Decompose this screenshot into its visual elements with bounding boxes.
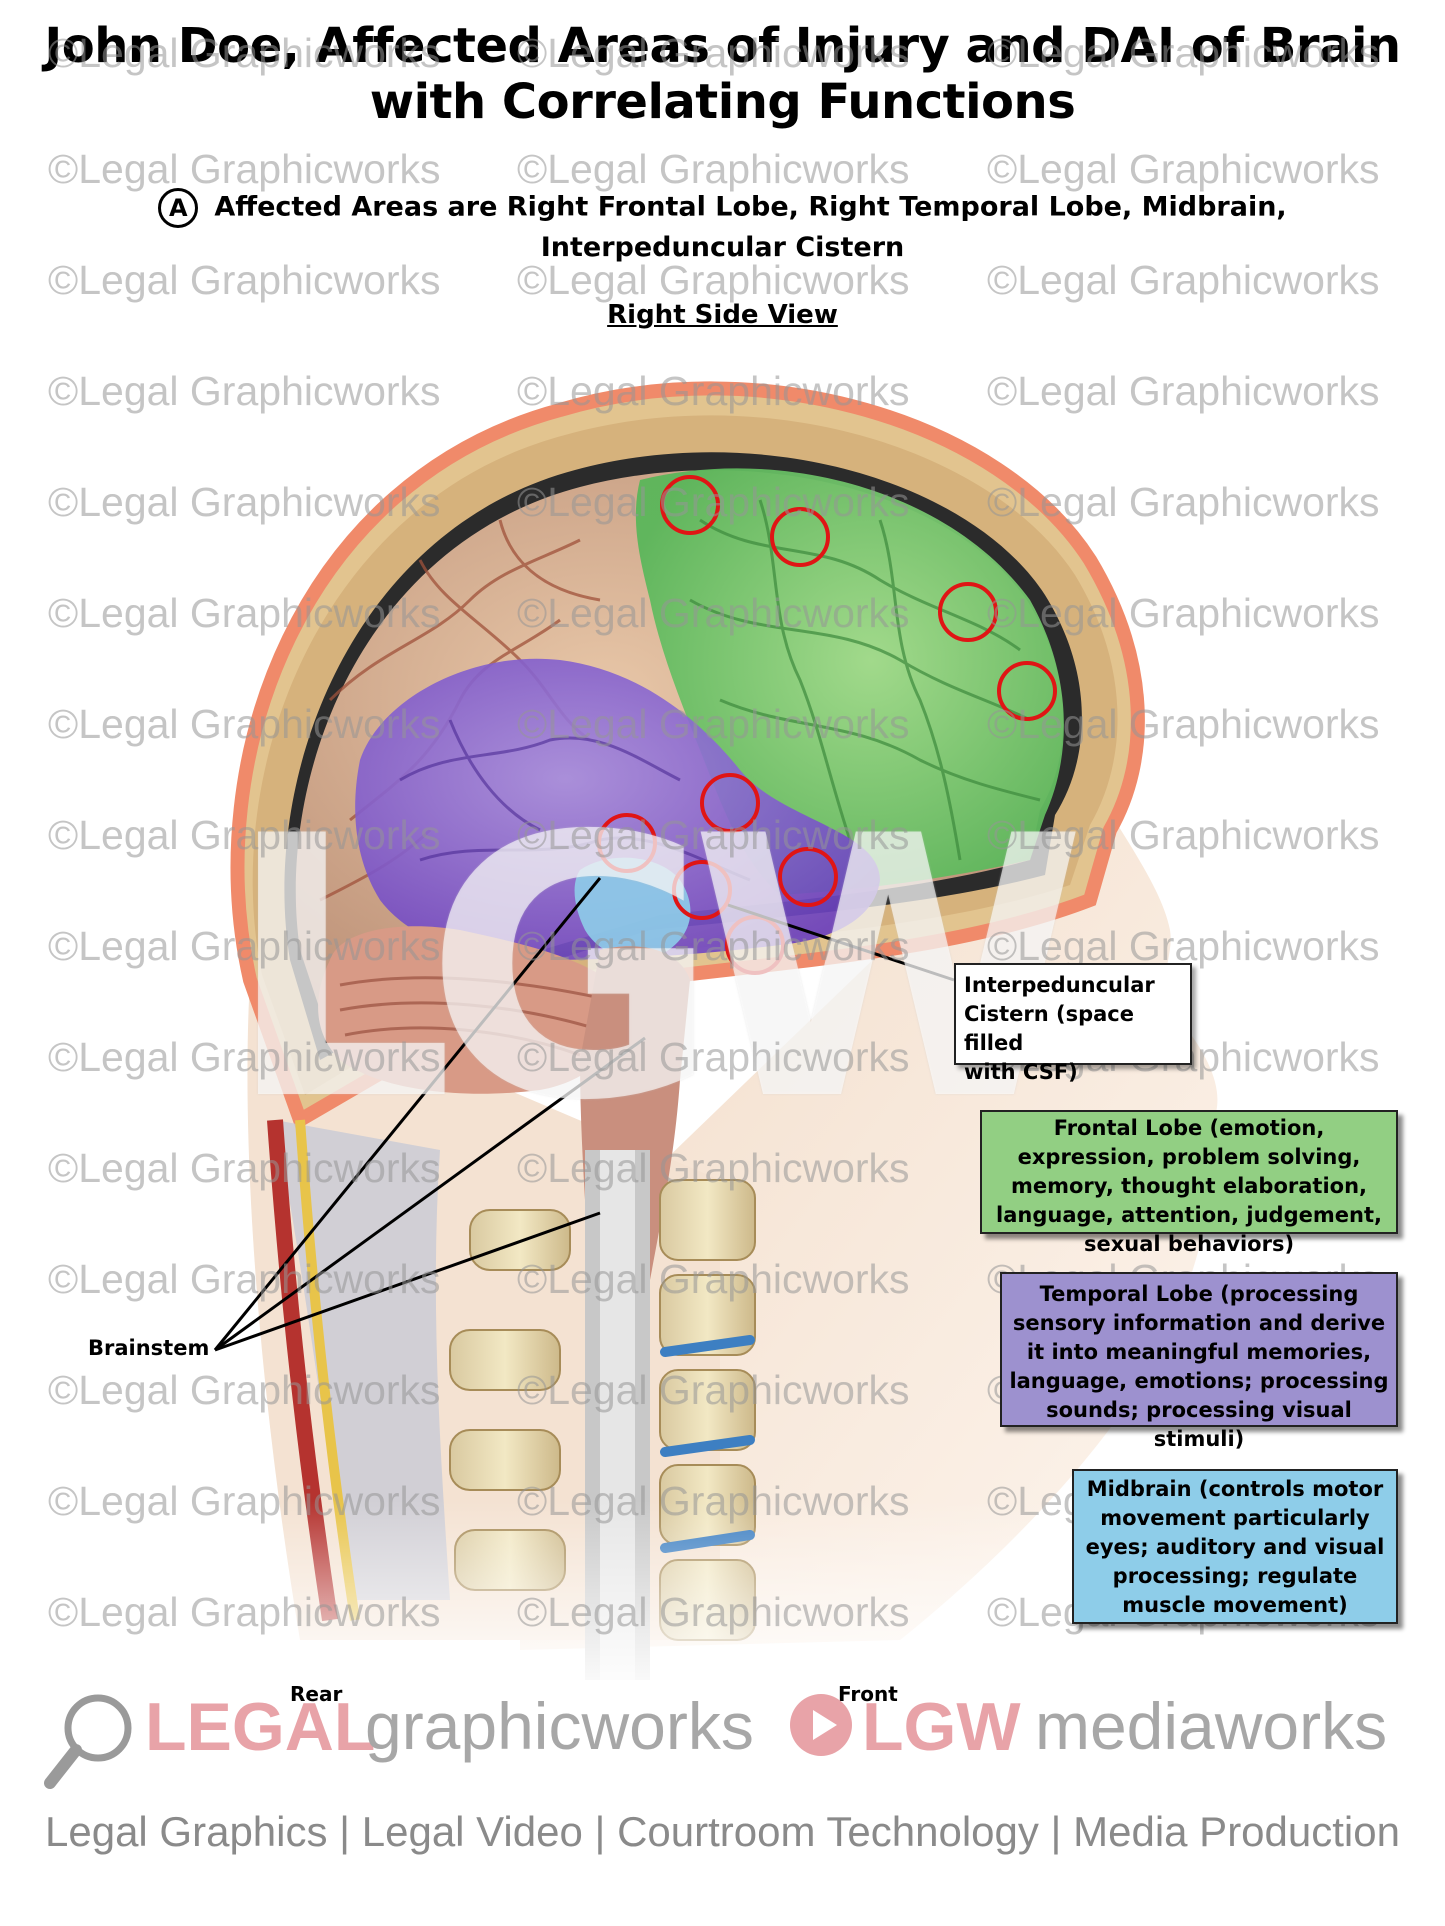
- page-title: John Doe, Affected Areas of Injury and D…: [0, 18, 1445, 130]
- logo-legal-text: LEGAL: [145, 1689, 376, 1765]
- injury-circle: [700, 773, 760, 833]
- marker-a-icon: A: [158, 188, 199, 228]
- affected-areas-line-1: A Affected Areas are Right Frontal Lobe, …: [0, 188, 1445, 228]
- affected-areas-text-1: Affected Areas are Right Frontal Lobe, R…: [214, 191, 1287, 223]
- cerebellum-folia: [339, 976, 611, 1057]
- temporal-lobe-label: Temporal Lobe (processing sensory inform…: [1000, 1272, 1398, 1451]
- injury-circle: [770, 507, 830, 567]
- logo-lgw-text: LGW: [862, 1689, 1021, 1765]
- cistern-label-line-3: with CSF): [964, 1060, 1078, 1084]
- midbrain-label: Midbrain (controls motor movement partic…: [1072, 1469, 1398, 1624]
- cistern-label-line-2: Cistern (space filled: [964, 1002, 1134, 1055]
- cistern-label-line-1: Interpeduncular: [964, 973, 1155, 997]
- frontal-gyri: [689, 499, 1041, 861]
- brainstem-label: Brainstem: [88, 1336, 210, 1360]
- injury-circle: [597, 813, 657, 873]
- temporal-lobe-region: [355, 658, 880, 960]
- frontal-lobe-label: Frontal Lobe (emotion, expression, probl…: [980, 1110, 1398, 1256]
- injury-circle: [997, 661, 1057, 721]
- title-line-2: with Correlating Functions: [369, 74, 1076, 130]
- injury-circle: [938, 582, 998, 642]
- injury-circle: [672, 860, 732, 920]
- cerebellum: [318, 926, 626, 1094]
- pointer-lines: [213, 877, 955, 1352]
- rear-label: Rear: [290, 1682, 343, 1706]
- injury-circle: [660, 475, 720, 535]
- logo-mediaworks-text: mediaworks: [1035, 1689, 1388, 1763]
- big-watermark: LGW: [225, 760, 1087, 1179]
- view-label: Right Side View: [607, 300, 838, 330]
- play-icon: [790, 1694, 852, 1756]
- company-logo: LEGAL graphicworks LGW mediaworks: [40, 1688, 1420, 1798]
- front-label: Front: [838, 1682, 898, 1706]
- injury-markers: [597, 475, 1057, 975]
- logo-graphicworks-text: graphicworks: [365, 1689, 754, 1763]
- magnifier-icon: [44, 1694, 132, 1789]
- tagline: Legal Graphics | Legal Video | Courtroom…: [45, 1808, 1400, 1855]
- neck-muscle: [275, 1120, 450, 1600]
- affected-areas-line-2: Interpeduncular Cistern: [540, 232, 905, 263]
- midbrain-region: [574, 857, 691, 959]
- title-line-1: John Doe, Affected Areas of Injury and D…: [44, 18, 1401, 74]
- injury-circle: [725, 915, 785, 975]
- injury-circle: [778, 847, 838, 907]
- cistern-label: Interpeduncular Cistern (space filled wi…: [954, 963, 1192, 1084]
